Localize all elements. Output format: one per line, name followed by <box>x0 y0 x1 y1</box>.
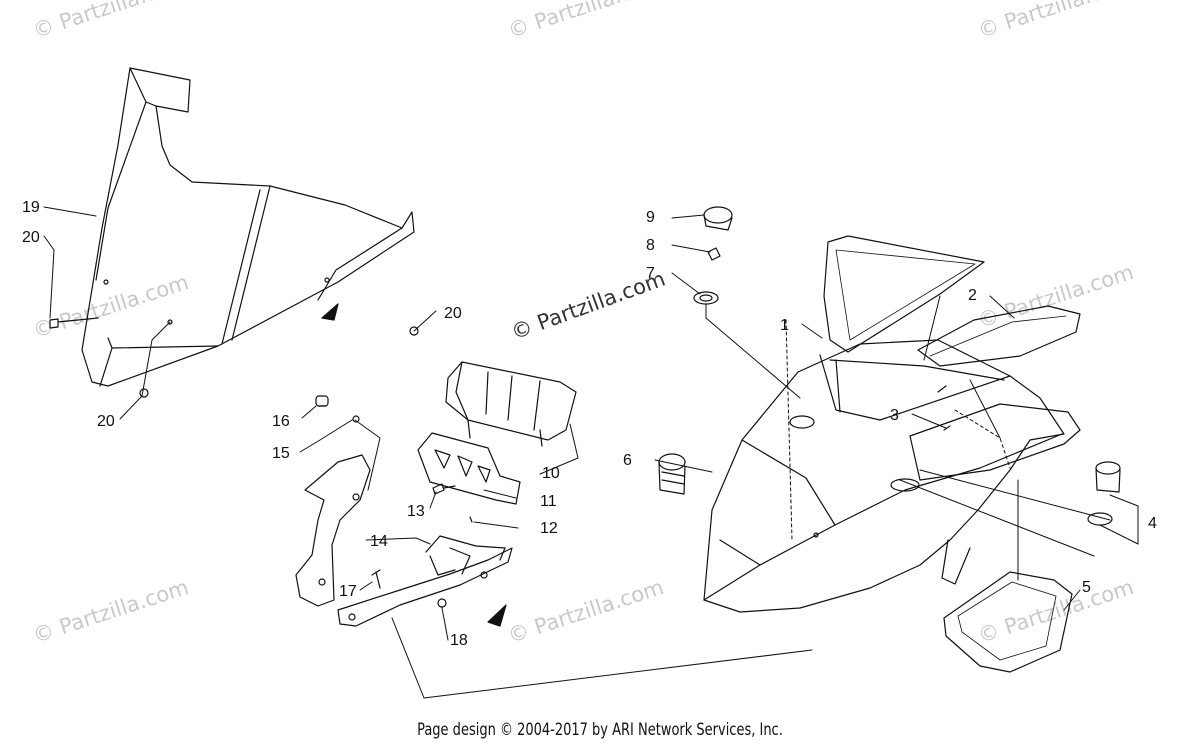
panel-part <box>943 571 1073 673</box>
fastener-part <box>315 395 473 608</box>
callout-18: 18 <box>450 632 468 649</box>
callout-17: 17 <box>339 583 357 600</box>
ignition-part <box>693 206 733 305</box>
callout-7: 7 <box>646 265 655 282</box>
callout-20: 20 <box>97 413 115 430</box>
callout-11: 11 <box>540 493 557 510</box>
callout-3: 3 <box>890 407 899 424</box>
callout-14: 14 <box>370 533 388 550</box>
callout-13: 13 <box>407 503 425 520</box>
hood-part <box>703 339 1081 613</box>
callout-10: 10 <box>542 465 560 482</box>
callout-20: 20 <box>444 305 462 322</box>
callout-9: 9 <box>646 209 655 226</box>
callout-16: 16 <box>272 413 290 430</box>
callout-8: 8 <box>646 237 655 254</box>
callout-15: 15 <box>272 445 290 462</box>
page-footer: Page design © 2004-2017 by ARI Network S… <box>417 720 783 740</box>
screw-part <box>49 317 419 398</box>
callout-2: 2 <box>968 287 977 304</box>
callout-12: 12 <box>540 520 558 537</box>
mount-plate-part <box>417 432 521 505</box>
callout-5: 5 <box>1082 579 1091 596</box>
callout-6: 6 <box>623 452 632 469</box>
callout-4: 4 <box>1148 515 1157 532</box>
switch-part <box>658 453 686 495</box>
callout-20: 20 <box>22 229 40 246</box>
callout-1: 1 <box>780 317 789 334</box>
windshield-part <box>81 67 415 387</box>
gauge-part <box>445 361 577 447</box>
bracket-part <box>295 454 513 627</box>
callout-labels: 19 20 20 20 16 15 14 17 18 13 12 11 10 6… <box>22 199 1157 649</box>
arrow-mark <box>487 604 507 627</box>
lens-part <box>823 235 1081 367</box>
arrow-mark <box>321 303 339 321</box>
leader-lines <box>43 206 1139 699</box>
callout-19: 19 <box>22 199 40 216</box>
